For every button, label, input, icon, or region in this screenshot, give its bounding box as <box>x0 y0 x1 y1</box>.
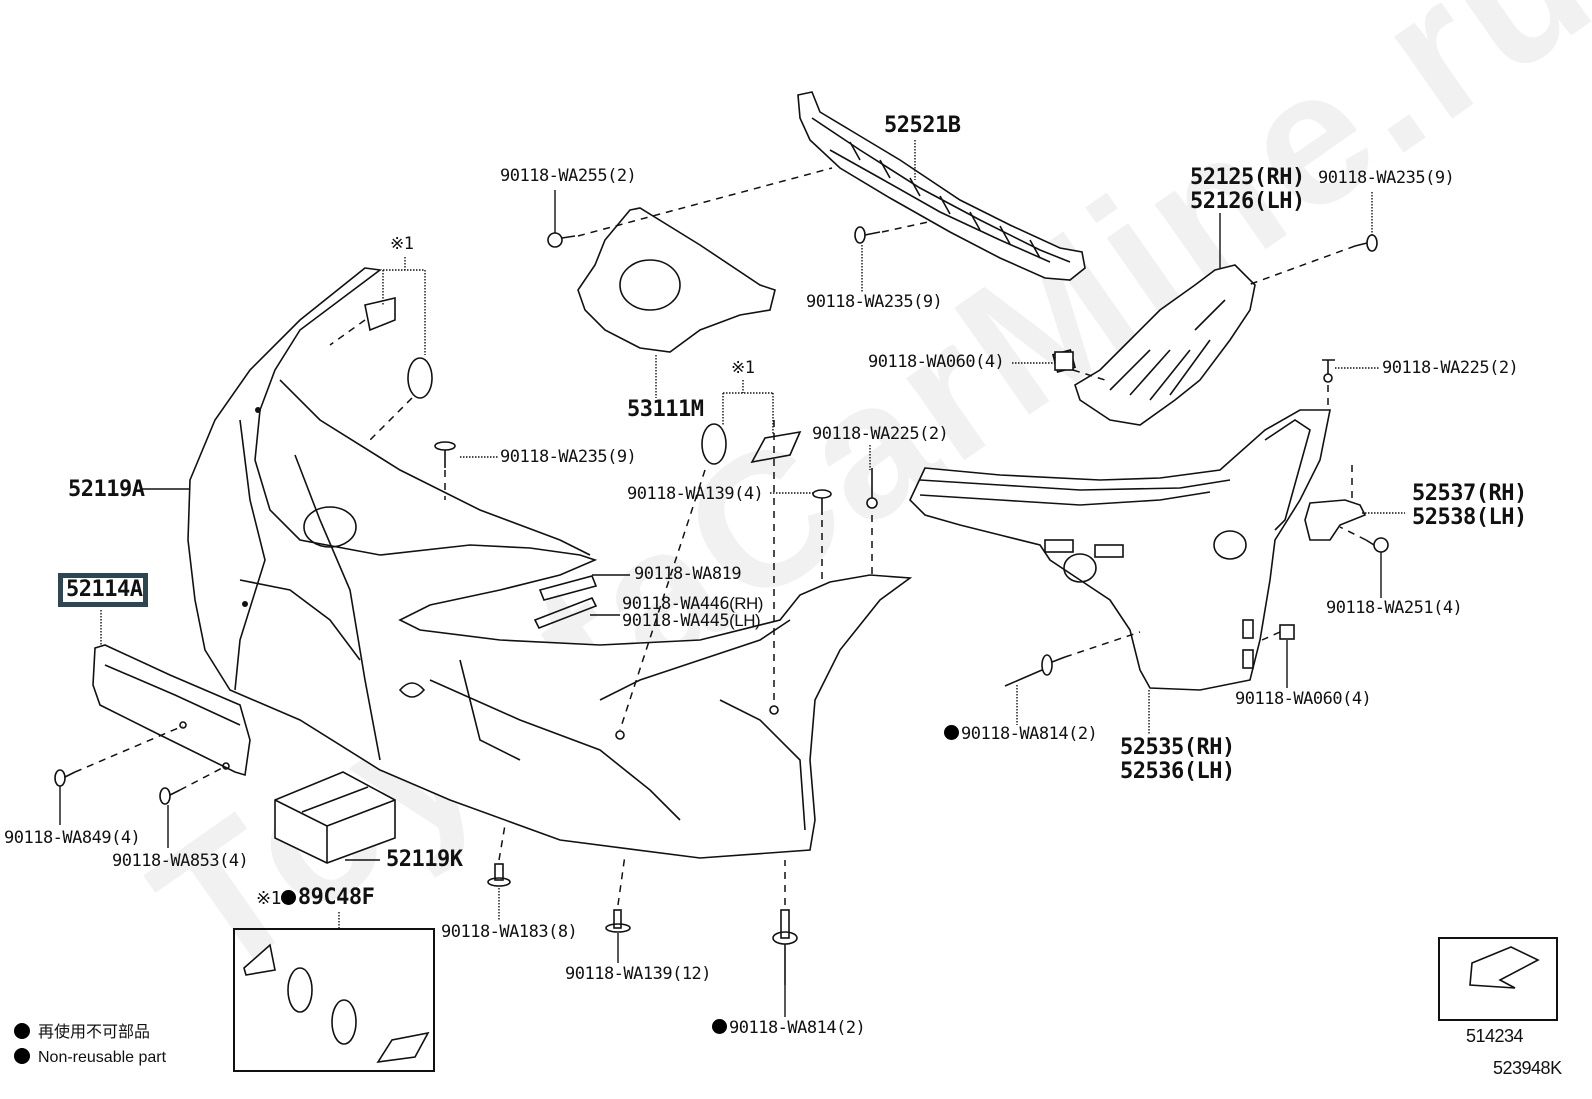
license-plate-bracket-52114a-drawing <box>92 644 251 777</box>
legend-item-jp: 再使用不可部品 <box>14 1020 166 1045</box>
part-label-52125-rh[interactable]: 52125(RH) <box>1190 165 1305 190</box>
wa814-bottom-text: 90118-WA814(2) <box>729 1018 866 1038</box>
diagram-code: 523948K <box>1493 1058 1562 1078</box>
view-arrow-drawing <box>1469 946 1540 989</box>
non-reusable-dot-icon <box>14 1023 30 1039</box>
non-reusable-dot-icon <box>712 1019 727 1034</box>
fastener-label-wa251[interactable]: 90118-WA251(4) <box>1326 598 1463 618</box>
reinforcement-52521b-drawing <box>797 91 1086 281</box>
wa445-number: 90118-WA445 <box>622 611 730 631</box>
fastener-label-wa819[interactable]: 90118-WA819 <box>634 564 742 584</box>
fastener-glyphs <box>54 226 1389 985</box>
fastener-label-wa814-bottom[interactable]: 90118-WA814(2) <box>712 1018 866 1038</box>
fastener-label-wa849[interactable]: 90118-WA849(4) <box>4 828 141 848</box>
fastener-label-wa235-left[interactable]: 90118-WA235(9) <box>500 447 637 467</box>
wa814-right-text: 90118-WA814(2) <box>961 724 1098 744</box>
kit-89c48f-drawing <box>243 943 430 1064</box>
ref-note-mid: ※1 <box>731 358 755 378</box>
view-reference-box <box>1438 937 1558 1021</box>
fastener-label-wa446[interactable]: 90118-WA446(RH) <box>622 594 763 614</box>
wa446-number: 90118-WA446 <box>622 594 730 614</box>
wa446-side: (RH) <box>729 594 763 613</box>
part-label-52114a[interactable]: 52114A <box>66 577 143 602</box>
fastener-label-wa060-right[interactable]: 90118-WA060(4) <box>1235 689 1372 709</box>
view-code: 514234 <box>1466 1026 1524 1046</box>
fastener-label-wa445[interactable]: 90118-WA445(LH) <box>622 611 761 631</box>
legend: 再使用不可部品 Non-reusable part <box>14 1020 166 1070</box>
highlight-inner <box>63 578 143 602</box>
part-label-52537-rh[interactable]: 52537(RH) <box>1412 481 1527 506</box>
highlighted-part-box: 52114A <box>58 573 148 607</box>
leader-lines <box>59 140 1405 1017</box>
side-support-52535-drawing <box>909 409 1331 691</box>
fastener-label-wa139-bottom[interactable]: 90118-WA139(12) <box>565 964 712 984</box>
part-label-52535-rh[interactable]: 52535(RH) <box>1120 735 1235 760</box>
fastener-label-wa235-top-right[interactable]: 90118-WA235(9) <box>1318 168 1455 188</box>
legend-jp-text: 再使用不可部品 <box>38 1024 151 1041</box>
fastener-label-wa139-mid[interactable]: 90118-WA139(4) <box>627 484 764 504</box>
fastener-label-wa225-mid[interactable]: 90118-WA225(2) <box>812 424 949 444</box>
ref-note: ※1 <box>256 888 281 909</box>
bracket-52125-drawing <box>1051 264 1256 426</box>
part-label-53111m[interactable]: 53111M <box>627 397 704 422</box>
wa445-side: (LH) <box>729 611 761 630</box>
bumper-cover-52119a-drawing <box>187 267 913 859</box>
fastener-label-wa235-top-mid[interactable]: 90118-WA235(9) <box>806 292 943 312</box>
kit-89c48f-inset <box>233 928 435 1072</box>
part-label-52126-lh[interactable]: 52126(LH) <box>1190 189 1305 214</box>
assembly-lines <box>74 167 1367 906</box>
fastener-label-wa853[interactable]: 90118-WA853(4) <box>112 851 249 871</box>
cover-53111m-drawing <box>577 207 776 353</box>
part-label-52538-lh[interactable]: 52538(LH) <box>1412 505 1527 530</box>
legend-en-text: Non-reusable part <box>38 1049 167 1066</box>
part-label-52119a[interactable]: 52119A <box>68 477 145 502</box>
part-label-89c48f[interactable]: 89C48F <box>297 885 375 910</box>
ref-note-left: ※1 <box>390 234 414 254</box>
fastener-label-wa225-right[interactable]: 90118-WA225(2) <box>1382 358 1519 378</box>
fastener-label-wa183[interactable]: 90118-WA183(8) <box>441 922 578 942</box>
bracket-52537-drawing <box>1304 499 1367 541</box>
legend-item-en: Non-reusable part <box>14 1045 166 1070</box>
non-reusable-dot-icon <box>14 1048 30 1064</box>
fastener-label-wa255[interactable]: 90118-WA255(2) <box>500 166 637 186</box>
non-reusable-dot-icon <box>944 725 959 740</box>
non-reusable-dot-icon <box>280 890 296 905</box>
part-label-52119k[interactable]: 52119K <box>386 847 463 872</box>
kit-note-89c48f: ※1 89C48F <box>256 885 375 910</box>
fastener-label-wa814-right[interactable]: 90118-WA814(2) <box>944 724 1098 744</box>
absorber-52119k-drawing <box>274 771 396 864</box>
part-label-52536-lh[interactable]: 52536(LH) <box>1120 759 1235 784</box>
part-label-52521b[interactable]: 52521B <box>884 113 961 138</box>
fastener-label-wa060-mid[interactable]: 90118-WA060(4) <box>868 352 1005 372</box>
